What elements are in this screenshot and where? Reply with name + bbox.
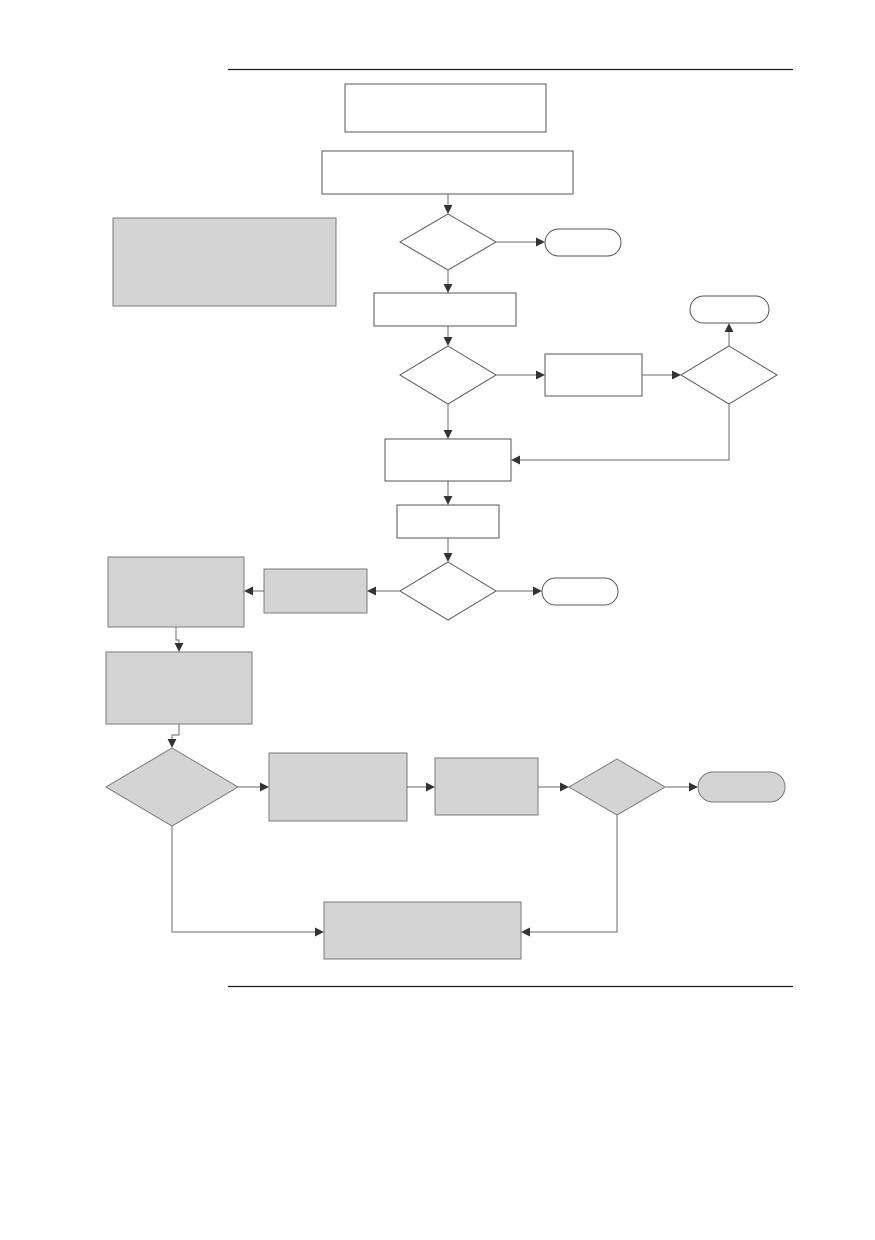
arrow-box8-to-box9 [174, 627, 184, 652]
terminator-4 [697, 771, 786, 803]
terminator-2 [689, 295, 770, 324]
decision-diamond-3 [680, 345, 778, 405]
decision-diamond-5 [105, 747, 239, 827]
decision-diamond-1 [399, 213, 497, 271]
terminator-1 [544, 228, 622, 257]
note-box [112, 217, 337, 307]
decision-diamond-4 [399, 561, 497, 621]
process-box-5 [384, 438, 512, 482]
process-box-12 [323, 901, 522, 960]
decision-diamond-6 [568, 758, 666, 816]
process-box-9 [105, 651, 253, 725]
arrow-diamond6-to-box12 [521, 815, 618, 937]
process-box-11 [434, 757, 539, 816]
process-box-8 [107, 556, 245, 628]
arrow-diamond5-to-box12 [171, 826, 324, 937]
process-box-1 [344, 83, 547, 133]
process-box-2 [321, 150, 574, 195]
process-box-7 [263, 568, 368, 614]
terminator-3 [541, 577, 619, 606]
process-box-4 [544, 353, 643, 397]
process-box-10 [268, 752, 408, 822]
decision-diamond-2 [399, 345, 497, 405]
process-box-6 [396, 504, 500, 539]
process-box-3 [373, 292, 517, 327]
arrow-diamond3-to-box5 [511, 404, 730, 465]
arrow-box9-to-diamond5 [167, 724, 180, 748]
